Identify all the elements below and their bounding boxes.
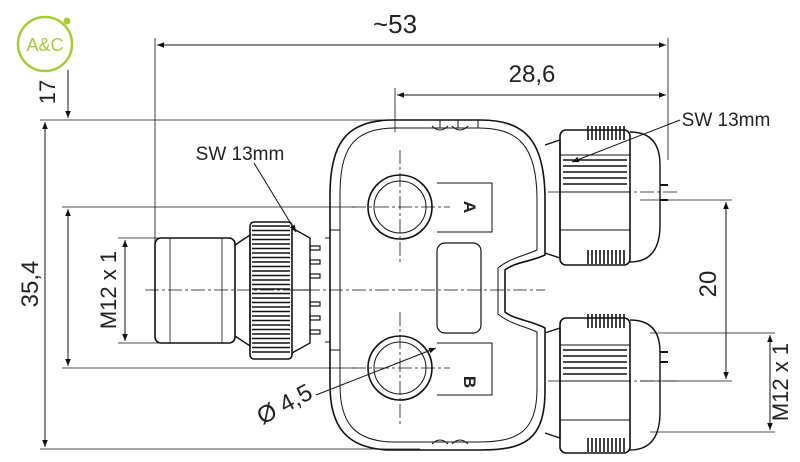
port-a-label: A	[460, 201, 479, 213]
dim-wrench-left: SW 13mm	[196, 144, 285, 165]
dim-port-spacing: 20	[695, 271, 722, 298]
dim-total-width: ~53	[373, 9, 417, 39]
logo-text: A&C	[26, 35, 63, 55]
right-top-connector	[544, 126, 668, 266]
logo-circle	[16, 15, 74, 73]
dim-right-thread: M12 x 1	[768, 343, 793, 421]
dimension-lines	[42, 42, 773, 447]
right-bottom-connector	[544, 314, 668, 454]
extension-lines	[40, 38, 775, 450]
dim-wrench-right: SW 13mm	[682, 110, 771, 131]
dim-body-width: 28,6	[509, 61, 556, 88]
logo: A&C	[16, 15, 74, 73]
left-connector	[154, 221, 321, 360]
port-b-label: B	[460, 376, 479, 388]
logo-dot	[63, 17, 71, 25]
y-distributor-body	[325, 119, 546, 451]
dim-top-offset: 17	[35, 80, 60, 104]
dim-total-height: 35,4	[17, 261, 44, 308]
center-lines	[145, 150, 680, 425]
dim-hole-diameter: Ø 4,5	[253, 379, 318, 430]
dim-left-thread: M12 x 1	[96, 251, 121, 329]
